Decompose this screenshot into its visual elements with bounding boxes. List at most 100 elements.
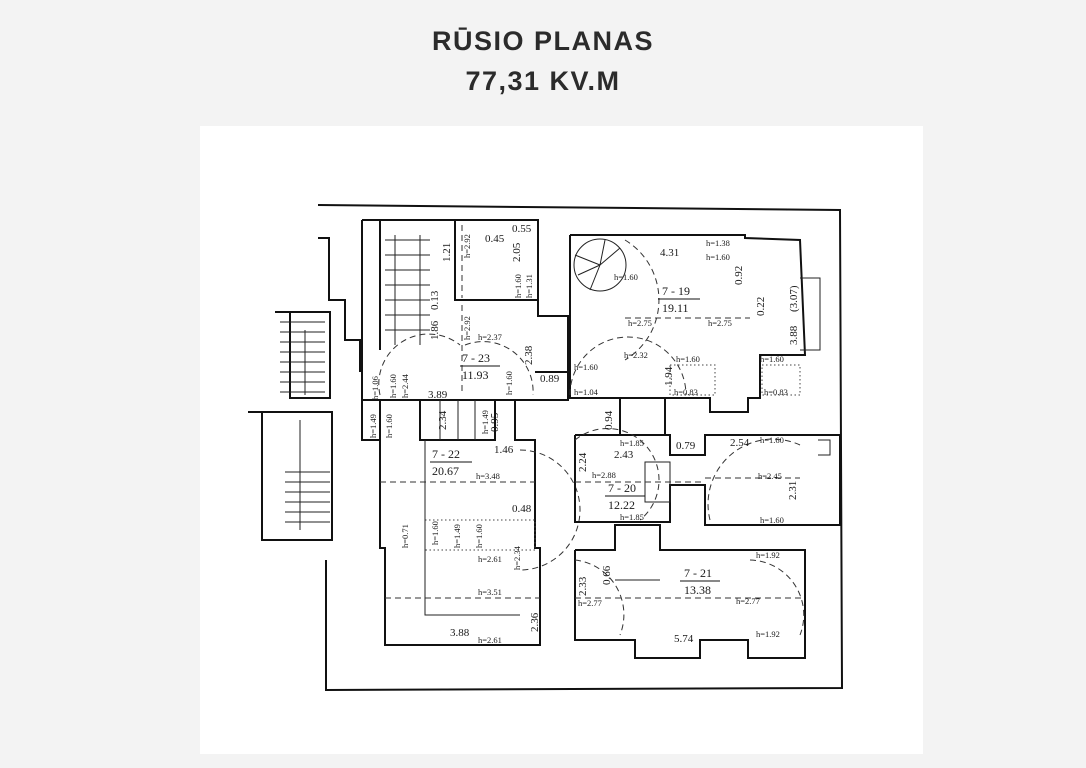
- dimension-label: (3.07): [788, 285, 800, 312]
- height-label: h=1.92: [756, 550, 780, 560]
- height-label: h=2.37: [478, 332, 502, 342]
- height-label: h=2.32: [624, 350, 648, 360]
- height-label: h=2.77: [578, 598, 602, 608]
- height-label: h=2.61: [478, 554, 502, 564]
- room-area: 13.38: [684, 583, 711, 597]
- dimension-label: 2.31: [787, 481, 799, 500]
- height-label: h=1.60: [504, 371, 514, 395]
- room-7-21-walls: [574, 524, 806, 659]
- height-label: h=0.83: [674, 387, 698, 397]
- dimension-label: 1.86: [429, 320, 441, 340]
- room-area: 11.93: [462, 368, 489, 382]
- room-id: 7 - 20: [608, 481, 636, 495]
- dimension-label: 4.31: [660, 247, 679, 259]
- height-label: h=1.60: [574, 362, 598, 372]
- plan-area: 77,31 KV.M: [465, 66, 621, 96]
- height-label: h=1.31: [524, 274, 534, 298]
- room-7-22-walls: [361, 400, 581, 646]
- height-label: h=1.85: [620, 512, 644, 522]
- height-label: h=2.77: [736, 596, 760, 606]
- height-label: h=1.60: [388, 374, 398, 398]
- dimension-label: 0.89: [540, 373, 560, 385]
- height-label: h=1.04: [574, 387, 599, 397]
- dimension-label: 0.92: [733, 266, 745, 285]
- height-label: h=1.60: [676, 354, 700, 364]
- height-label: h=0.83: [764, 387, 788, 397]
- height-label: h=2.44: [400, 373, 410, 398]
- dimension-label: 0.94: [603, 410, 615, 430]
- height-label: h=1.60: [384, 414, 394, 438]
- height-label: h=2.75: [708, 318, 732, 328]
- room-id: 7 - 23: [462, 351, 490, 365]
- height-label: h=0.71: [400, 524, 410, 548]
- room-id: 7 - 21: [684, 566, 712, 580]
- room-7-22-label: 7 - 22 20.67: [430, 447, 472, 478]
- height-label: h=1.60: [430, 521, 440, 545]
- dimension-label: 2.33: [577, 576, 589, 596]
- height-label: h=1.49: [452, 524, 462, 548]
- dimension-label: 0.95: [489, 412, 501, 432]
- dimension-label: 2.38: [523, 345, 535, 365]
- height-label: h=2.61: [478, 635, 502, 645]
- room-id: 7 - 19: [662, 284, 690, 298]
- dimension-label: 3.88: [788, 325, 800, 345]
- height-label: h=2.92: [462, 234, 472, 258]
- dimension-label: 0.22: [755, 297, 767, 316]
- dimension-label: 0.48: [512, 503, 532, 515]
- left-stair-block: [248, 237, 361, 541]
- dimension-label: 2.43: [614, 449, 634, 461]
- height-label: h=1.60: [706, 252, 730, 262]
- floor-plan-drawing: 7 - 23 11.93 7 - 19 19.11 7 - 22 20.67 7…: [248, 204, 844, 692]
- height-label: h=2.45: [758, 471, 782, 481]
- dimension-label: 5.74: [674, 633, 694, 645]
- height-label: h=1.38: [706, 238, 730, 248]
- dimension-label: 2.05: [511, 242, 523, 262]
- room-area: 12.22: [608, 498, 635, 512]
- room-area: 19.11: [662, 301, 689, 315]
- height-label: h=1.60: [760, 515, 784, 525]
- room-7-20-label: 7 - 20 12.22: [605, 481, 645, 512]
- outer-boundary: [317, 204, 844, 692]
- height-label: h=1.92: [756, 629, 780, 639]
- dimension-label: 0.45: [485, 233, 505, 245]
- dimension-label: 2.24: [577, 452, 589, 472]
- height-label: h=2.92: [462, 316, 472, 340]
- dimension-label: 1.46: [494, 444, 514, 456]
- height-label: h=1.06: [370, 376, 380, 400]
- height-label: h=1.60: [474, 524, 484, 548]
- room-7-21-label: 7 - 21 13.38: [680, 566, 720, 597]
- room-7-20-walls: [574, 427, 841, 526]
- corridor-walls: [619, 398, 666, 436]
- height-label: h=1.60: [513, 274, 523, 298]
- dimension-label: 3.88: [450, 627, 470, 639]
- dimension-label: 1.94: [663, 366, 675, 386]
- room-7-23-label: 7 - 23 11.93: [460, 351, 500, 382]
- room-area: 20.67: [432, 464, 459, 478]
- height-label: h=1.60: [760, 354, 784, 364]
- room-7-19-walls: [569, 234, 821, 413]
- dimension-label: 2.54: [730, 437, 750, 449]
- height-label: h=2.88: [592, 470, 616, 480]
- dimension-label: 0.79: [676, 440, 696, 452]
- floor-plan-sheet: 7 - 23 11.93 7 - 19 19.11 7 - 22 20.67 7…: [200, 126, 923, 754]
- dimension-label: 2.36: [529, 612, 541, 632]
- height-label: h=2.75: [628, 318, 652, 328]
- dimension-label: 1.21: [441, 243, 453, 262]
- height-label: h=3.48: [476, 471, 500, 481]
- height-label: h=1.85: [620, 438, 644, 448]
- dimension-label: 0.13: [429, 290, 441, 310]
- dimension-label: 0.66: [601, 565, 613, 585]
- dimension-labels: 0.45 0.55 2.05 1.21 0.13 1.86 2.38 0.89 …: [428, 223, 800, 645]
- height-label: h=3.51: [478, 587, 502, 597]
- dimension-label: 3.89: [428, 389, 448, 401]
- height-label: h=1.49: [480, 410, 490, 434]
- room-id: 7 - 22: [432, 447, 460, 461]
- height-label: h=1.49: [368, 414, 378, 438]
- dimension-label: 0.55: [512, 223, 532, 235]
- dimension-label: 2.34: [437, 410, 449, 430]
- height-labels: h=2.92 h=1.60 h=1.31 h=2.92 h=2.37 h=1.6…: [368, 234, 788, 645]
- room-7-19-label: 7 - 19 19.11: [658, 284, 700, 315]
- height-label: h=1.60: [760, 435, 784, 445]
- plan-title: RŪSIO PLANAS: [431, 26, 655, 56]
- height-label: h=2.34: [512, 545, 522, 570]
